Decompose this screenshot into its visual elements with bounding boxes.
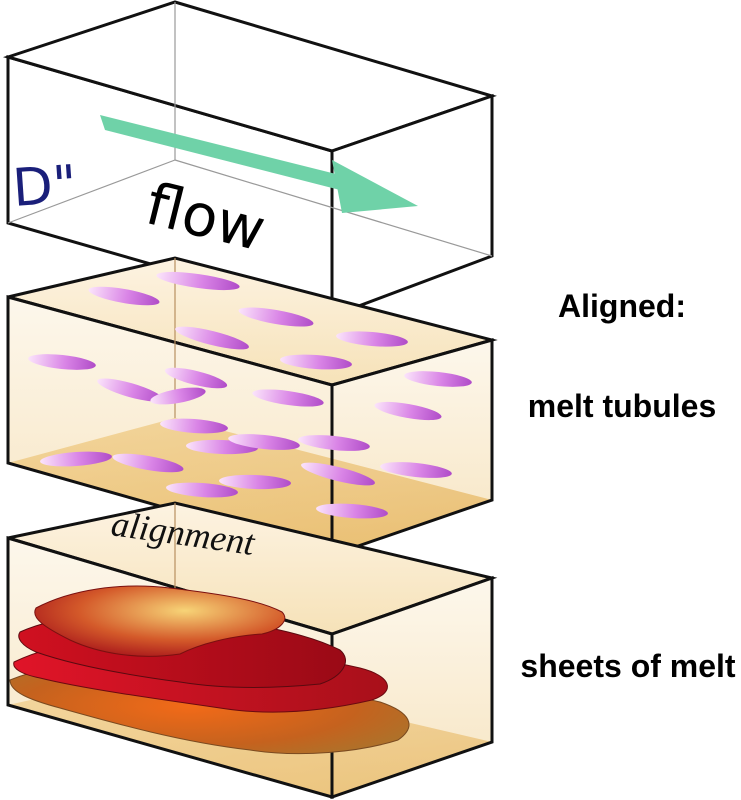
melt-tubule [280,354,352,370]
melt-tubule [160,418,228,434]
flow-arrow-head [332,160,418,213]
melt-tubule [316,503,388,519]
melt-tubule [336,331,408,347]
melt-tubule [175,326,249,350]
melt-tubule [166,482,238,498]
melt-tubule [252,389,324,407]
melt-tubule [97,378,163,402]
melt-tubule [219,474,291,490]
middle-box-right [330,338,494,558]
melt-tubule [28,354,96,370]
sheets-of-melt-label: sheets of melt [520,648,736,684]
melt-tubule [112,453,184,473]
melt-sheets [9,585,410,755]
melt-tubule [374,401,442,421]
melt-tubule [228,434,300,450]
top-box-hidden-edge [7,159,176,224]
aligned-label: Aligned: [558,288,686,324]
melt-tubule [404,371,472,387]
melt-tubule [150,387,206,405]
melt-tubules [28,271,472,519]
melt-tubule [380,462,452,478]
melt-tubule [298,435,370,451]
melt-tubule [164,367,228,389]
top-box-hidden-edge [174,159,493,257]
melt-tubules-label: melt tubules [528,388,716,424]
melt-tubule [40,451,112,467]
d-double-prime-label: D" [11,155,79,219]
melt-tubule [156,271,240,291]
melt-sheet-top [34,585,286,657]
melt-tubule [301,462,375,486]
melt-tubule [88,286,160,306]
flow-arrow [100,115,418,213]
melt-tubule [238,307,314,327]
flow-arrow-shaft [100,115,340,190]
